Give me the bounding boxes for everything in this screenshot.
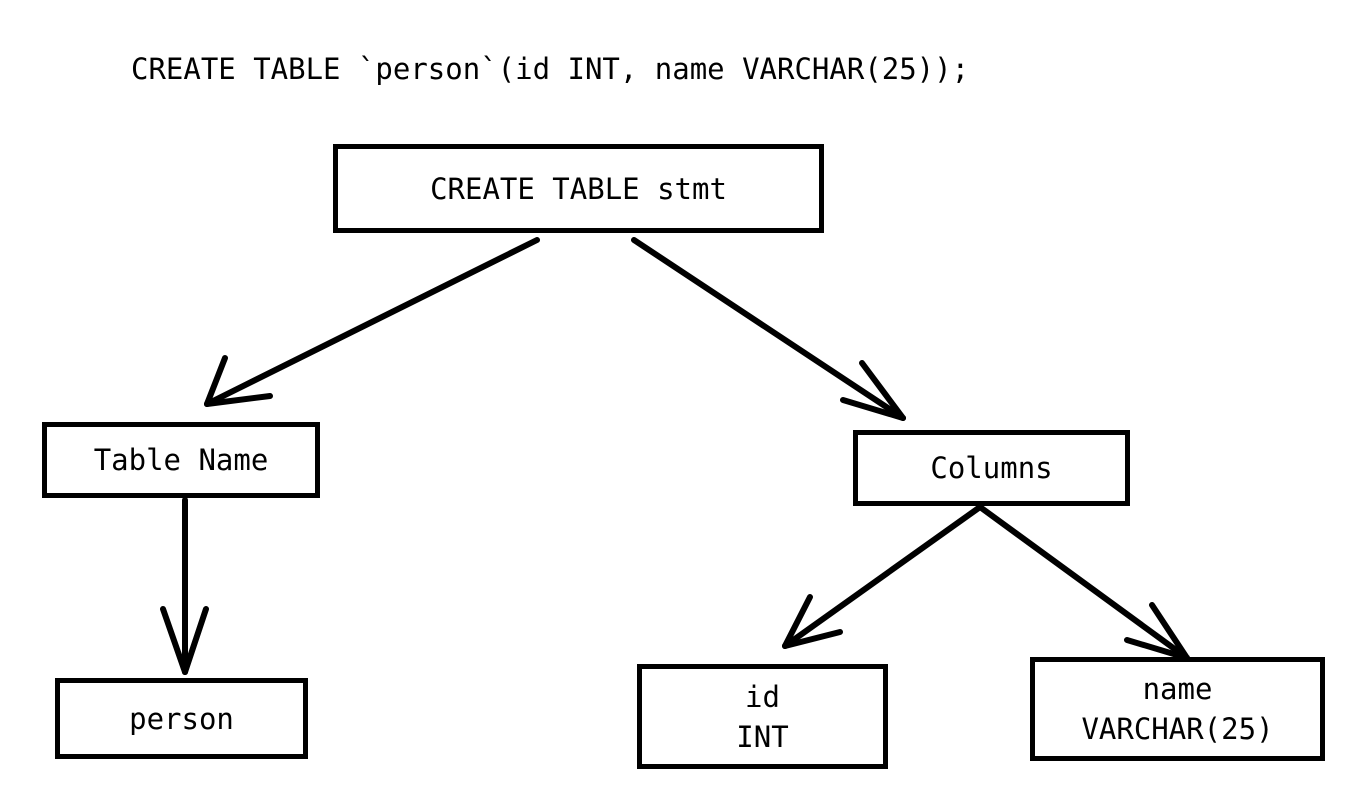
sql-statement-caption: CREATE TABLE `person`(id INT, name VARCH…	[131, 52, 970, 86]
edge-table-name-to-person	[160, 497, 209, 675]
node-label-line-1: person	[129, 701, 234, 736]
node-label-line-1: Table Name	[93, 443, 269, 477]
node-label-line-1: id	[745, 679, 780, 714]
edge-root-to-table-name	[204, 237, 540, 407]
node-label-line-2: INT	[736, 719, 789, 754]
node-label-line-1: name	[1142, 672, 1213, 706]
node-name-varchar[interactable]: name VARCHAR(25)	[1030, 657, 1325, 761]
edge-columns-to-name-column	[977, 504, 1190, 661]
node-label-line-1: Columns	[930, 451, 1053, 485]
node-label-line-2: VARCHAR(25)	[1081, 712, 1274, 746]
node-table-name[interactable]: Table Name	[42, 422, 320, 498]
node-label-line-1: CREATE TABLE stmt	[430, 171, 727, 206]
node-person[interactable]: person	[55, 678, 308, 759]
edge-root-to-columns	[631, 237, 906, 421]
node-create-table-stmt[interactable]: CREATE TABLE stmt	[333, 144, 824, 233]
edge-columns-to-id-column	[782, 504, 983, 649]
node-columns[interactable]: Columns	[853, 430, 1130, 506]
node-id-int[interactable]: id INT	[637, 664, 888, 769]
